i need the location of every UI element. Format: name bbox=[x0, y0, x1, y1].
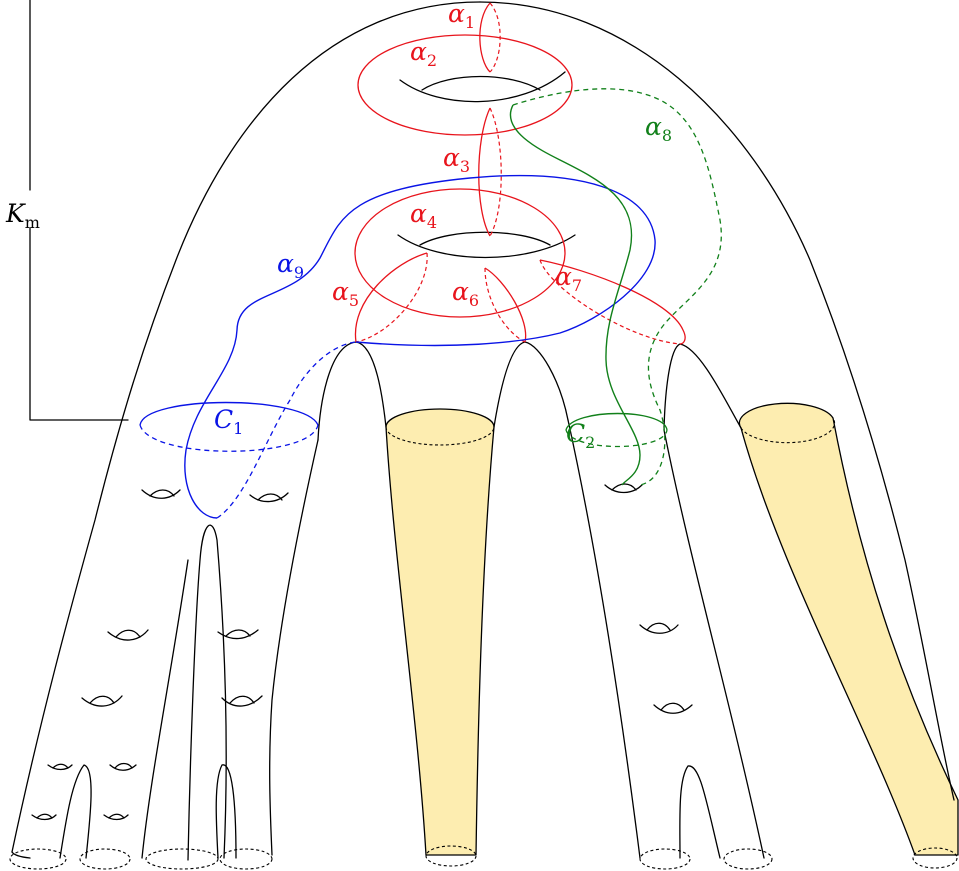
label-alpha4: α4 bbox=[410, 199, 437, 232]
alpha3-curve-back bbox=[489, 107, 502, 237]
label-alpha6: α6 bbox=[452, 277, 479, 310]
alpha9-curve-front bbox=[184, 175, 656, 519]
alpha9-curve-back bbox=[216, 341, 357, 519]
blue-curves bbox=[139, 175, 656, 519]
label-alpha8: α8 bbox=[645, 112, 672, 145]
alpha6-curve-back bbox=[484, 267, 526, 343]
c2-back bbox=[565, 429, 668, 448]
outer-outline-left bbox=[11, 1, 481, 853]
alpha1-curve-back bbox=[489, 2, 501, 73]
alpha8-curve-front bbox=[509, 104, 641, 486]
alpha7-curve-front bbox=[539, 259, 686, 345]
label-alpha5: α5 bbox=[332, 277, 359, 310]
alpha3-curve-front bbox=[478, 107, 491, 237]
alpha5-curve-front bbox=[354, 252, 428, 343]
green-curves bbox=[509, 88, 722, 486]
label-alpha9: α9 bbox=[277, 249, 304, 282]
yellow-tube-middle-top-back bbox=[385, 426, 495, 446]
alpha4-curve bbox=[354, 188, 566, 318]
alpha1-curve-front bbox=[479, 2, 491, 73]
left-sub-arm-right-edge bbox=[141, 559, 189, 859]
alpha8-curve-back bbox=[512, 88, 722, 486]
left-arm-inner bbox=[269, 439, 319, 856]
km-bracket bbox=[29, 0, 129, 421]
cusp-middle bbox=[493, 341, 569, 428]
yellow-tube-right-top-back bbox=[740, 417, 836, 444]
label-alpha2: α2 bbox=[410, 37, 437, 70]
left-arm-outer-slit bbox=[59, 764, 92, 859]
cusp-left bbox=[317, 341, 387, 441]
label-alpha1: α1 bbox=[448, 0, 475, 32]
outer-outline-right bbox=[479, 1, 955, 801]
alpha2-curve bbox=[357, 34, 573, 136]
right-arm-slit bbox=[679, 765, 721, 859]
left-arm-inner-slit bbox=[215, 764, 237, 859]
label-alpha7: α7 bbox=[555, 262, 582, 295]
yellow-tube-right bbox=[738, 402, 959, 856]
left-arm-left-bottom bbox=[11, 851, 31, 859]
c1-front bbox=[139, 401, 319, 426]
alpha6-curve-front bbox=[484, 267, 527, 343]
label-c1: C1 bbox=[214, 405, 243, 438]
alpha7-curve-back bbox=[539, 259, 681, 345]
right-arm-inner-edge bbox=[567, 419, 641, 859]
bottom-caps bbox=[9, 845, 958, 870]
c2-front bbox=[565, 412, 668, 431]
right-arm-outer-edge bbox=[663, 429, 765, 859]
labels: Km α1 α2 α3 α4 α5 α6 α7 α8 α9 C1 C2 bbox=[5, 0, 672, 452]
label-c2: C2 bbox=[566, 419, 595, 452]
label-alpha3: α3 bbox=[443, 143, 470, 176]
left-arm-split-top bbox=[187, 524, 227, 861]
cusp-right bbox=[663, 343, 742, 431]
label-km: Km bbox=[5, 199, 40, 232]
genus-handles bbox=[31, 71, 693, 821]
yellow-tube-middle bbox=[385, 408, 495, 856]
alpha-curves-red bbox=[354, 2, 686, 345]
